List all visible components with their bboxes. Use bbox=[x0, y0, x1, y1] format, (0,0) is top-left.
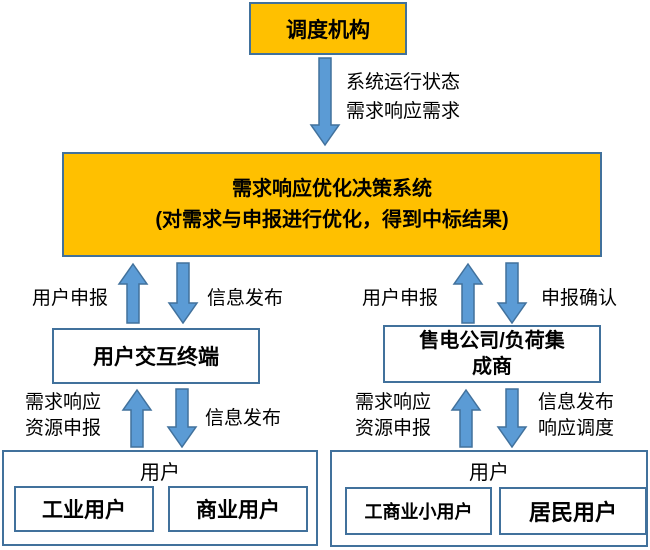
edge-label-user-bid-left: 用户申报 bbox=[32, 288, 109, 309]
arrow-up-retailer-to-decision bbox=[452, 262, 484, 324]
arrow-down-retailer-to-users-right bbox=[496, 388, 528, 448]
node-small-commercial-users: 工商业小用户 bbox=[345, 487, 492, 535]
group-users-left-title: 用户 bbox=[140, 462, 180, 484]
node-dispatch-agency: 调度机构 bbox=[249, 2, 407, 55]
edge-label-bid-confirm: 申报确认 bbox=[541, 288, 618, 309]
arrow-up-users-right-to-retailer bbox=[450, 388, 482, 448]
edge-label-info-publish-dispatch-right: 信息发布 响应调度 bbox=[538, 392, 615, 439]
group-users-left: 用户 工业用户 商业用户 bbox=[2, 450, 318, 546]
arrow-down-terminal-to-users-left bbox=[166, 388, 198, 448]
edge-label-system-state: 系统运行状态 需求响应需求 bbox=[346, 72, 461, 122]
node-decision-system: 需求响应优化决策系统 (对需求与申报进行优化，得到中标结果) bbox=[62, 152, 602, 257]
node-commercial-users: 商业用户 bbox=[168, 486, 308, 532]
edge-label-info-publish-left: 信息发布 bbox=[207, 288, 284, 309]
decision-system-subtitle: (对需求与申报进行优化，得到中标结果) bbox=[155, 208, 509, 231]
group-users-right: 用户 工商业小用户 居民用户 bbox=[330, 450, 648, 547]
node-industrial-users: 工业用户 bbox=[14, 486, 154, 532]
node-retailer-load-aggregator: 售电公司/负荷集 成商 bbox=[383, 325, 601, 383]
edge-label-info-publish-left-lower: 信息发布 bbox=[205, 408, 282, 429]
node-resident-users: 居民用户 bbox=[499, 487, 647, 535]
node-user-interaction-terminal: 用户交互终端 bbox=[52, 328, 260, 384]
edge-label-dr-resource-bid-right: 需求响应 资源申报 bbox=[355, 392, 432, 439]
arrow-down-decision-to-retailer bbox=[496, 262, 528, 324]
arrow-up-users-left-to-terminal bbox=[121, 388, 153, 448]
arrow-down-dispatch-to-decision bbox=[309, 57, 341, 147]
edge-label-user-bid-right: 用户申报 bbox=[362, 288, 439, 309]
arrow-down-decision-to-terminal bbox=[167, 262, 199, 324]
arrow-up-terminal-to-decision bbox=[117, 262, 149, 324]
group-users-right-title: 用户 bbox=[469, 462, 509, 484]
edge-label-dr-resource-bid-left: 需求响应 资源申报 bbox=[25, 392, 102, 439]
decision-system-title: 需求响应优化决策系统 bbox=[232, 177, 432, 200]
